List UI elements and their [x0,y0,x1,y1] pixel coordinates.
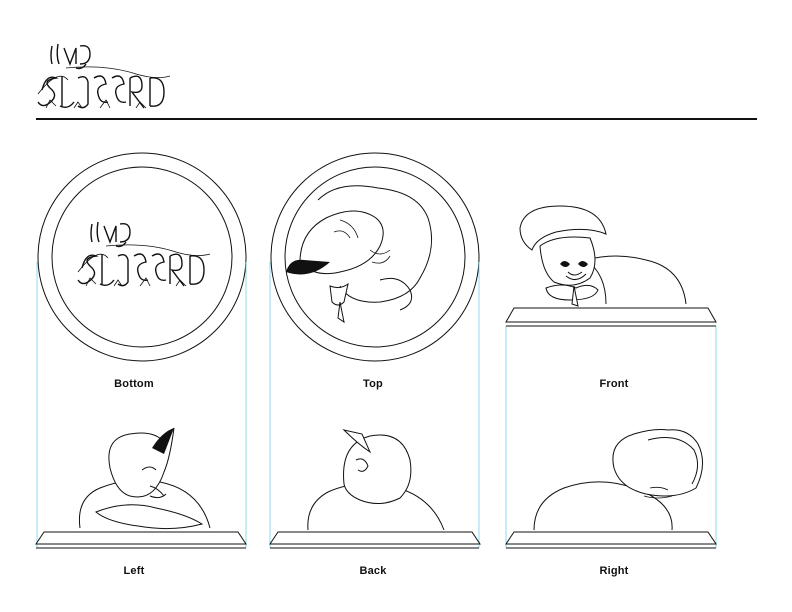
bottom-logo [77,221,211,287]
label-left: Left [123,565,145,577]
label-right: Right [599,565,629,577]
view-right [505,429,717,549]
label-top: Top [363,378,383,390]
view-front [505,205,717,548]
label-back: Back [359,565,387,577]
header-logo [37,43,171,109]
view-back [269,429,481,549]
view-left [35,427,247,549]
view-bottom [36,152,247,548]
label-front: Front [599,378,629,390]
label-bottom: Bottom [114,378,154,390]
view-top [269,152,480,548]
